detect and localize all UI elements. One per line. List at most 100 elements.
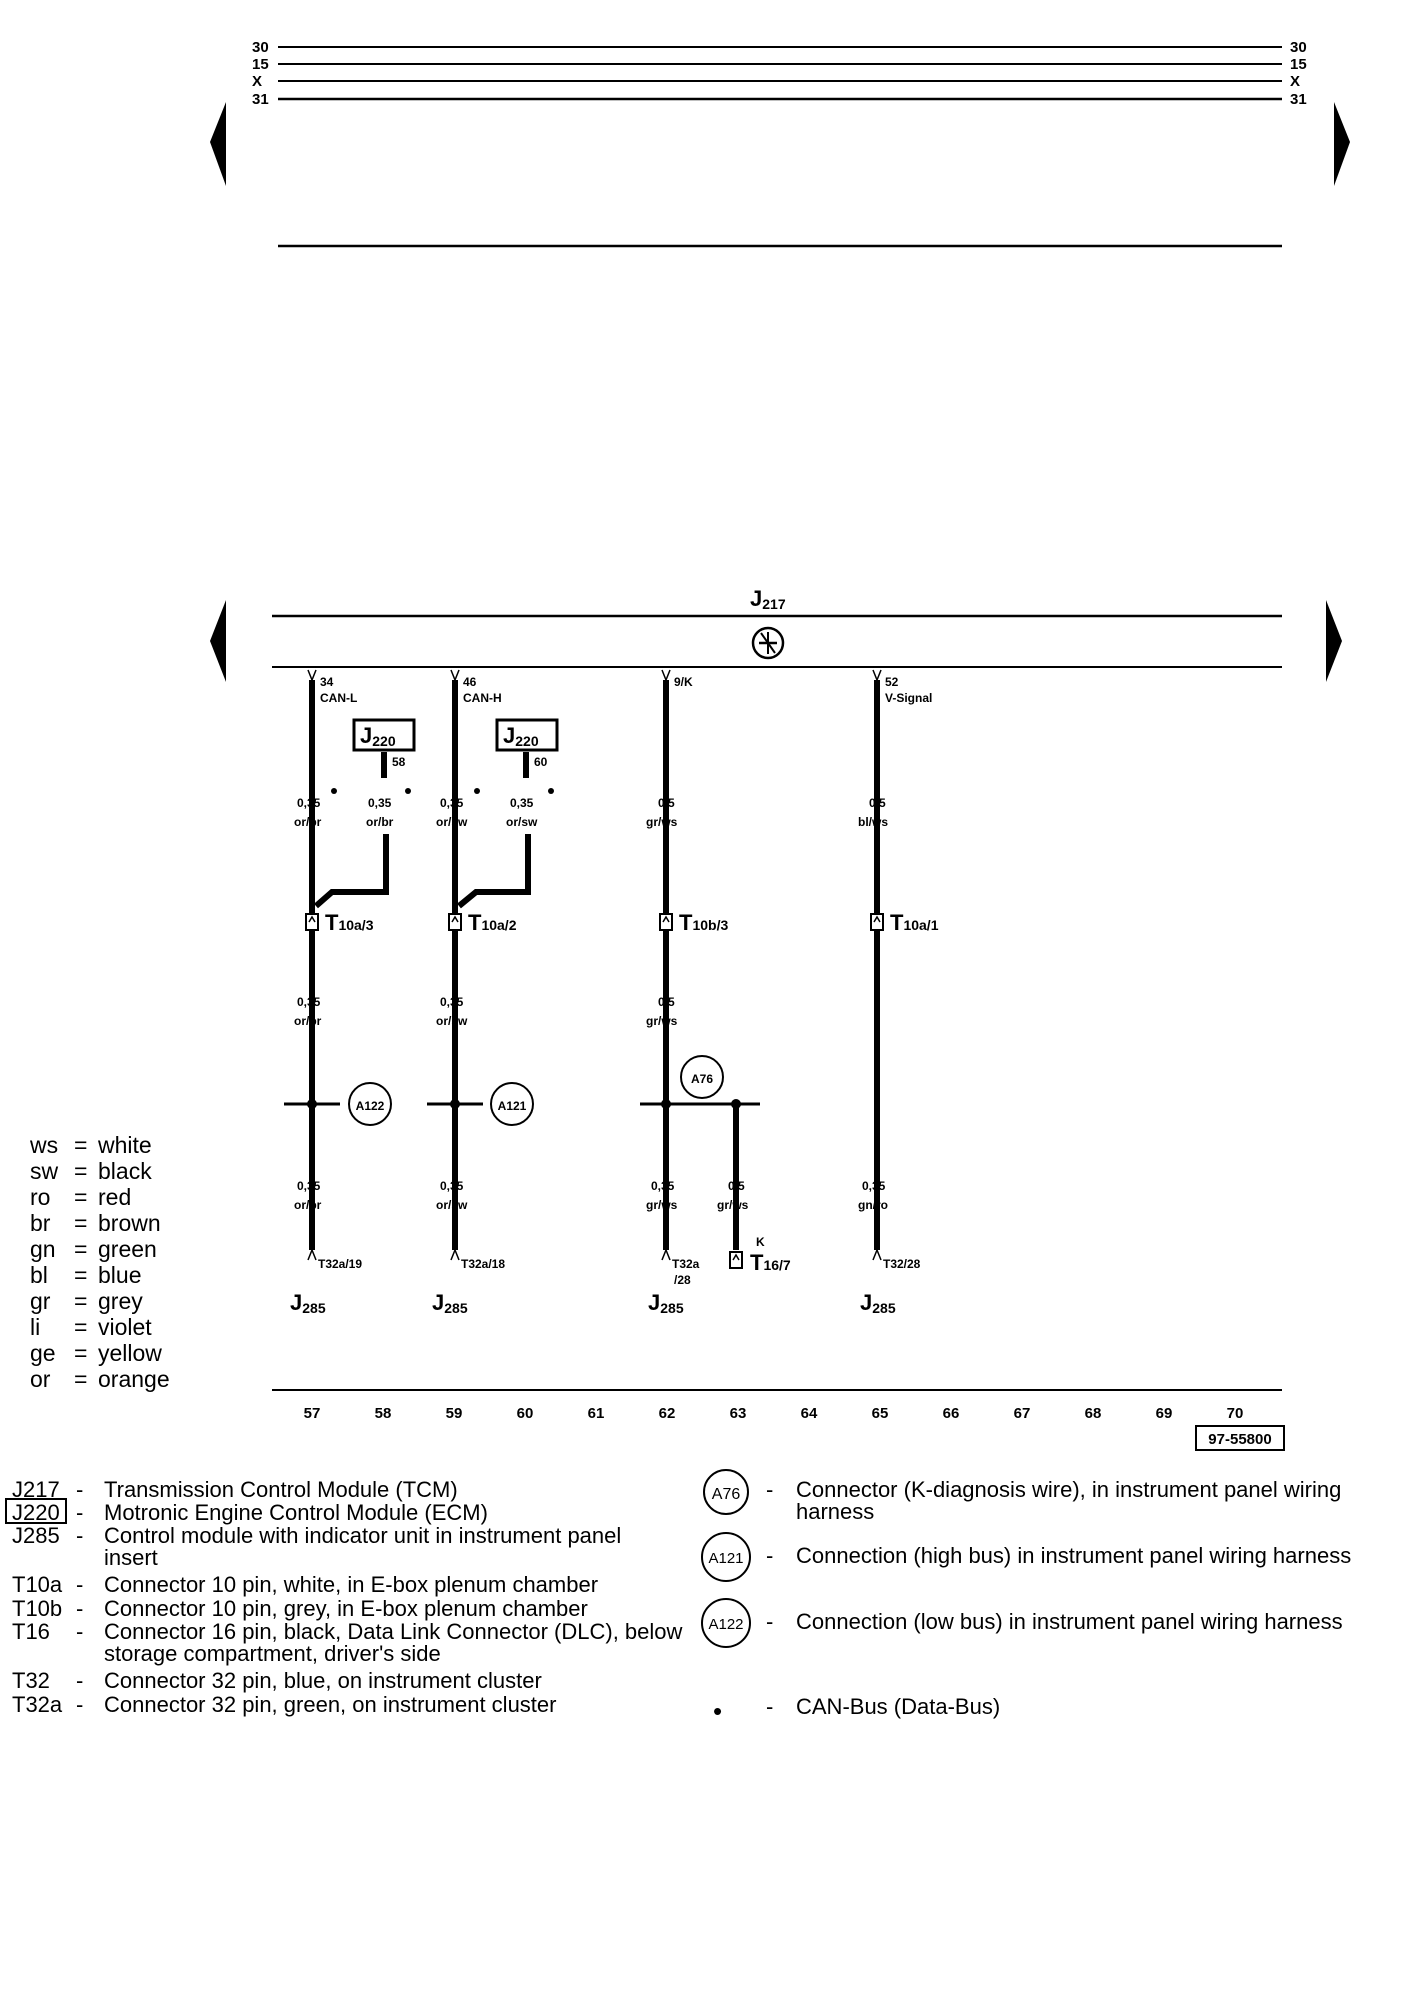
color-name: brown (98, 1210, 161, 1236)
color-key: ws=white sw=black ro=red br=brown gn=gre… (30, 1132, 170, 1392)
can-bus-dot-icon: • (713, 1696, 722, 1726)
page-arrow-left-icon[interactable] (210, 102, 226, 186)
wire-can-l: 34 CAN-L 0,35 or/br J220 58 0,35 or/br T… (284, 669, 416, 1316)
grid-number: 57 (304, 1405, 321, 1422)
end-pin: T32a/19 (318, 1257, 362, 1271)
rail-label-30-right: 30 (1290, 39, 1307, 56)
rail-label-x-right: X (1290, 73, 1300, 90)
legend-text: Connector 10 pin, white, in E-box plenum… (104, 1572, 598, 1597)
color-key-row: sw=black (30, 1158, 152, 1184)
ecm-label: J220 (503, 723, 539, 749)
rail-label-15-right: 15 (1290, 56, 1307, 73)
connector-icon (305, 913, 319, 931)
end-pin: T32/28 (883, 1257, 921, 1271)
legend-right: A76 - Connector (K-diagnosis wire), in i… (701, 1469, 1351, 1726)
connector-icon (729, 1251, 743, 1269)
connector-icon (659, 913, 673, 931)
pin-arrow-icon (661, 1247, 671, 1261)
wire-color: or/sw (436, 1198, 468, 1212)
legend-dash: - (76, 1619, 83, 1644)
grid-number: 61 (588, 1405, 605, 1422)
legend-dash: - (766, 1694, 773, 1719)
color-code: br (30, 1210, 51, 1236)
j285-label: J285 (432, 1290, 468, 1316)
legend-dash: - (766, 1477, 773, 1502)
legend-dash: - (766, 1609, 773, 1634)
legend-dash: - (766, 1543, 773, 1568)
connector-icon (448, 913, 462, 931)
connector-label: T16/7 (750, 1250, 791, 1275)
legend-code: T16 (12, 1619, 50, 1644)
wire-color: gn/ro (858, 1198, 888, 1212)
legend-code: J220 (12, 1500, 60, 1525)
wire-size: 0,35 (862, 1179, 886, 1193)
color-key-row: ge=yellow (30, 1340, 162, 1366)
wire-color: gr/ws (646, 1198, 678, 1212)
wire-size: 0,35 (651, 1179, 675, 1193)
wire-color: gr/ws (717, 1198, 749, 1212)
pin-arrow-icon (307, 669, 317, 683)
color-name: orange (98, 1366, 170, 1392)
legend-text: Connector 32 pin, blue, on instrument cl… (104, 1668, 542, 1693)
color-name: red (98, 1184, 132, 1210)
splice-a122-icon (701, 1598, 751, 1648)
rail-label-31-left: 31 (252, 91, 269, 108)
color-key-row: gn=green (30, 1236, 157, 1262)
legend-code: T32 (12, 1668, 50, 1693)
wire-color: gr/ws (646, 815, 678, 829)
legend-text: harness (796, 1499, 874, 1524)
legend-code: T10b (12, 1596, 62, 1621)
splice-label: A121 (498, 1099, 527, 1113)
grid-number: 59 (446, 1405, 463, 1422)
connector-icon (870, 913, 884, 931)
color-name: grey (98, 1288, 143, 1314)
page-arrow-right-icon[interactable] (1334, 102, 1350, 186)
legend-text: Connector (K-diagnosis wire), in instrum… (796, 1477, 1341, 1502)
legend-text: Control module with indicator unit in in… (104, 1523, 621, 1548)
color-code: ro (30, 1184, 51, 1210)
wire-v-signal: 52 V-Signal 0,5 bl/ws T10a/1 0,35 gn/ro … (858, 669, 939, 1316)
legend-left: J217 - Transmission Control Module (TCM)… (5, 1477, 683, 1717)
can-bus-dot (474, 788, 480, 794)
ecm-pin: 58 (392, 755, 406, 769)
ecm-box (495, 718, 559, 752)
wire-can-h: 46 CAN-H 0,35 or/sw J220 60 0,35 or/sw T… (427, 669, 559, 1316)
grid-number: 70 (1227, 1405, 1244, 1422)
wire-color: or/sw (436, 815, 468, 829)
wire-color: or/sw (436, 1014, 468, 1028)
legend-symbol: A76 (712, 1486, 741, 1503)
color-name: violet (98, 1314, 152, 1340)
rail-label-30-left: 30 (252, 39, 269, 56)
ecm-box (352, 718, 416, 752)
wire-size: 0,35 (297, 995, 321, 1009)
pin-label: 52 (885, 675, 899, 689)
pin-arrow-icon (307, 1247, 317, 1261)
legend-code: T32a (12, 1692, 63, 1717)
pin-label: 46 (463, 675, 477, 689)
color-key-row: br=brown (30, 1210, 161, 1236)
page-arrow-right-icon[interactable] (1326, 600, 1342, 682)
end-pin: /28 (674, 1273, 691, 1287)
legend-code: J217 (12, 1477, 60, 1502)
legend-text: Connection (low bus) in instrument panel… (796, 1609, 1343, 1634)
wire-size: 0,5 (658, 995, 675, 1009)
wire-color: or/br (366, 815, 394, 829)
color-name: green (98, 1236, 157, 1262)
wire-size: 0,5 (658, 796, 675, 810)
legend-code: J285 (12, 1523, 60, 1548)
color-name: white (98, 1132, 152, 1158)
ecm-label: J220 (360, 723, 396, 749)
color-name: yellow (98, 1340, 162, 1366)
legend-text: Connector 16 pin, black, Data Link Conne… (104, 1619, 683, 1644)
color-code: ws (30, 1132, 59, 1158)
splice-a121-icon (490, 1082, 534, 1126)
signal-label: V-Signal (885, 691, 932, 705)
page-arrow-left-icon[interactable] (210, 600, 226, 682)
legend-dash: - (76, 1692, 83, 1717)
pin-arrow-icon (872, 669, 882, 683)
wire-k-diagnosis: 9/K 0,5 gr/ws T10b/3 0,5 gr/ws A76 0,35 … (640, 669, 791, 1316)
electronic-control-icon (751, 626, 785, 660)
module-j217: J217 (272, 586, 1282, 668)
wire-size: 0,35 (368, 796, 392, 810)
